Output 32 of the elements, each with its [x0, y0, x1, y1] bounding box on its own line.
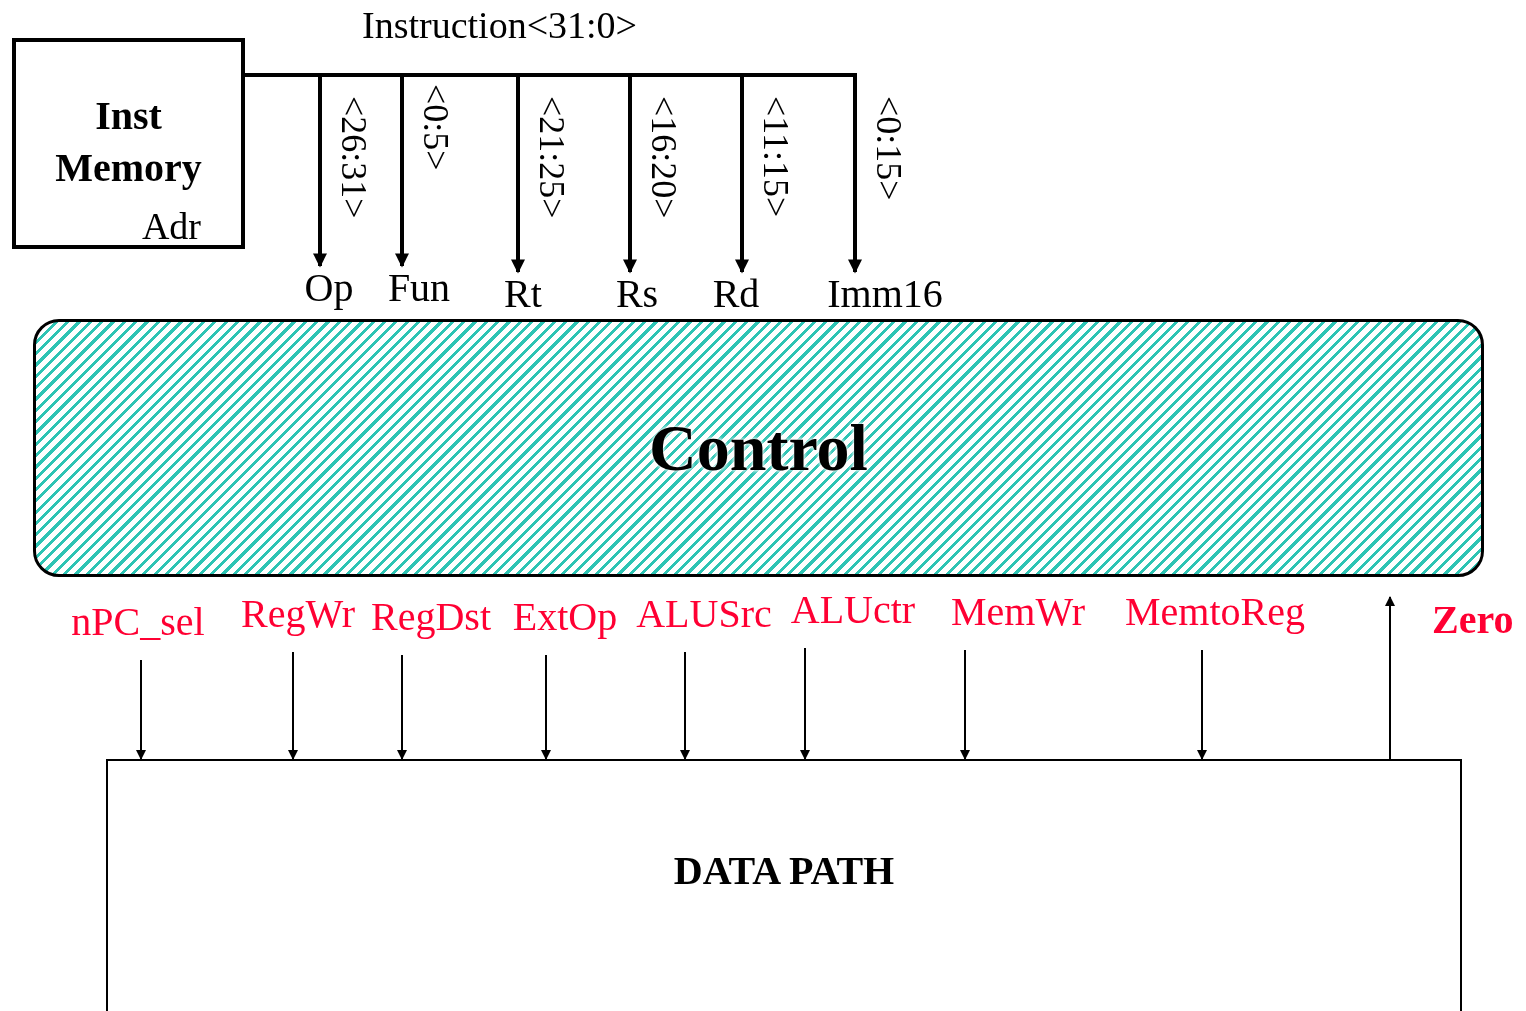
field-label: Imm16 — [827, 274, 943, 314]
arrow — [1385, 596, 1395, 760]
arrow — [136, 659, 146, 760]
arrow — [541, 654, 551, 760]
arrow — [1197, 649, 1207, 760]
field-label: Rd — [712, 274, 760, 314]
signal-label: Zero — [1432, 600, 1514, 640]
field-label: Rs — [615, 274, 659, 314]
arrow — [960, 649, 970, 760]
signal-label: ALUSrc — [636, 594, 772, 634]
signal-label: MemtoReg — [1125, 592, 1305, 632]
arrow — [397, 654, 407, 760]
signal-label: nPC_sel — [71, 602, 205, 642]
port-label: Adr — [141, 207, 201, 245]
signal-label: RegDst — [371, 597, 491, 637]
field-label: Fun — [387, 268, 451, 308]
control-block — [33, 319, 1484, 577]
block-title: DATA PATH — [672, 851, 896, 891]
signal-label: ExtOp — [512, 597, 618, 637]
signal-label: RegWr — [241, 594, 355, 634]
arrow — [680, 651, 690, 760]
arrow — [288, 651, 298, 760]
block-title: Inst Memory — [54, 92, 203, 192]
arrow — [245, 73, 862, 274]
arrow — [800, 647, 810, 760]
bus-label: Instruction<31:0> — [362, 6, 638, 44]
signal-label: MemWr — [951, 592, 1085, 632]
field-label: Op — [304, 268, 354, 308]
memory-block — [12, 38, 245, 249]
datapath-block — [106, 759, 1462, 1011]
field-label: Rt — [504, 274, 542, 314]
signal-label: ALUctr — [790, 590, 916, 630]
